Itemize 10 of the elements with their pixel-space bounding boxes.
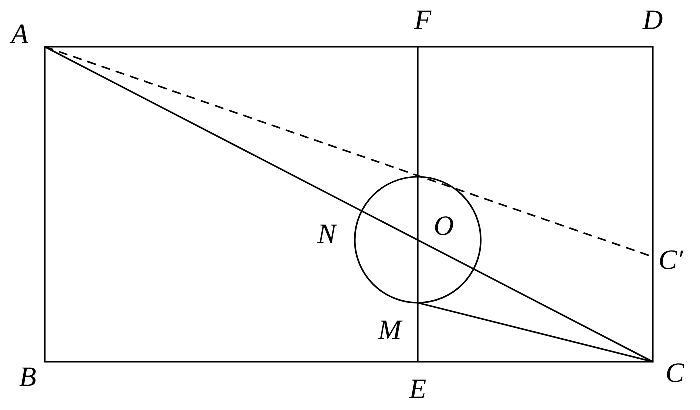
point-label: N (318, 224, 338, 244)
point-label: M (378, 320, 403, 340)
point-label: E (409, 380, 426, 398)
point-label: A (10, 24, 29, 44)
point-label: B (20, 368, 36, 386)
point-label: F (414, 10, 432, 30)
point-label: C′ (660, 250, 684, 270)
point-label: O (435, 216, 454, 236)
point-label: C (667, 364, 685, 382)
point-label: D (642, 10, 663, 30)
